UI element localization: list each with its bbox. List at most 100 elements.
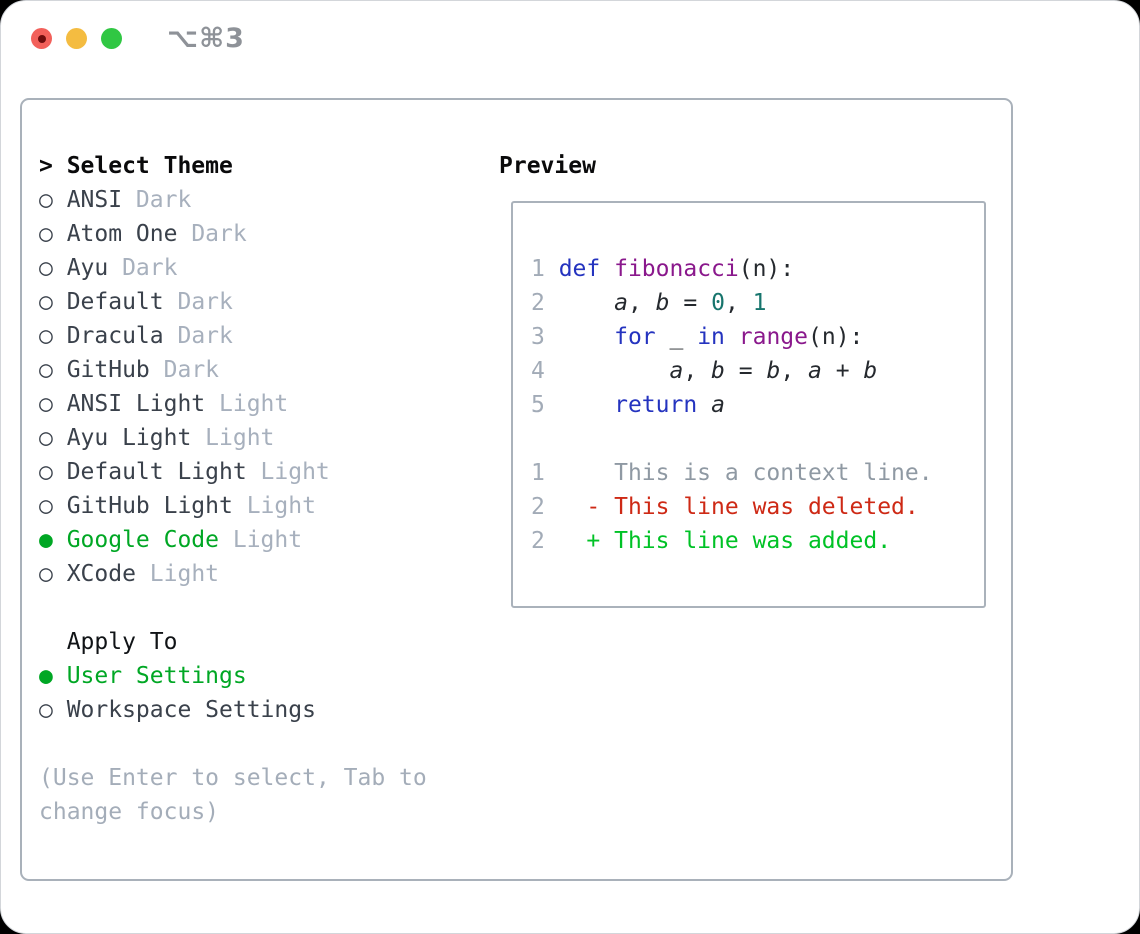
radio-selected-icon: ● <box>39 663 53 689</box>
theme-name: Dracula <box>66 323 164 349</box>
help-text-line-1: (Use Enter to select, Tab to <box>39 765 427 791</box>
diff-deleted-line: 2 - This line was deleted. <box>531 490 933 524</box>
theme-variant: Light <box>149 561 220 587</box>
apply-option-user-settings[interactable]: ● User Settings <box>39 659 427 693</box>
radio-unselected-icon: ○ <box>39 425 53 451</box>
code-token <box>725 324 739 350</box>
code-token: b <box>863 358 878 384</box>
theme-option-github-dark[interactable]: ○ GitHub Dark <box>39 353 427 387</box>
theme-option-default-dark[interactable]: ○ Default Dark <box>39 285 427 319</box>
code-token: 2 <box>531 494 545 520</box>
apply-option-label: Workspace Settings <box>66 697 316 723</box>
theme-name: Default <box>66 289 164 315</box>
theme-option-dracula-dark[interactable]: ○ Dracula Dark <box>39 319 427 353</box>
code-token: range <box>738 324 809 350</box>
code-token: = <box>724 358 767 384</box>
code-token <box>545 324 614 350</box>
blank-line <box>531 422 933 456</box>
theme-name: Default Light <box>66 459 247 485</box>
close-button[interactable] <box>31 28 52 49</box>
theme-option-ayu-dark[interactable]: ○ Ayu Dark <box>39 251 427 285</box>
radio-unselected-icon: ○ <box>39 221 53 247</box>
theme-option-ansi-dark[interactable]: ○ ANSI Dark <box>39 183 427 217</box>
code-token: 2 <box>531 528 545 554</box>
theme-option-atom-one-dark[interactable]: ○ Atom One Dark <box>39 217 427 251</box>
code-token: This is a context line. <box>544 460 933 486</box>
apply-to-header: Apply To <box>39 625 427 659</box>
maximize-button[interactable] <box>101 28 122 49</box>
code-token: a <box>808 358 822 384</box>
theme-option-ayu-light[interactable]: ○ Ayu Light Light <box>39 421 427 455</box>
code-line: 3 for _ in range(n): <box>531 320 933 354</box>
theme-option-google-code-light[interactable]: ● Google Code Light <box>39 523 427 557</box>
code-token: 1 <box>752 290 767 316</box>
radio-unselected-icon: ○ <box>39 187 53 213</box>
section-title: Select Theme <box>66 153 233 179</box>
theme-name: ANSI <box>66 187 123 213</box>
section-title: Apply To <box>66 629 178 655</box>
code-line: 5 return a <box>531 388 933 422</box>
theme-name: ANSI Light <box>66 391 206 417</box>
code-token: = <box>669 290 712 316</box>
theme-variant: Light <box>260 459 330 485</box>
theme-variant: Light <box>219 391 289 417</box>
code-token: , <box>683 358 712 384</box>
preview-header: Preview <box>499 153 596 179</box>
code-line: 1 def fibonacci(n): <box>531 252 933 286</box>
minimize-button[interactable] <box>66 28 87 49</box>
code-token: 0 <box>711 290 725 316</box>
code-token: b <box>711 358 725 384</box>
theme-option-ansi-light[interactable]: ○ ANSI Light Light <box>39 387 427 421</box>
code-token: b <box>766 358 781 384</box>
theme-variant: Light <box>246 493 316 519</box>
theme-option-default-light[interactable]: ○ Default Light Light <box>39 455 427 489</box>
radio-unselected-icon: ○ <box>39 289 53 315</box>
help-text-line-2: change focus) <box>39 799 220 825</box>
code-token: + <box>821 358 864 384</box>
theme-option-github-light[interactable]: ○ GitHub Light Light <box>39 489 427 523</box>
code-token: 2 <box>531 290 545 316</box>
code-line: 2 a, b = 0, 1 <box>531 286 933 320</box>
code-token: a <box>711 392 725 418</box>
code-token: 5 <box>531 392 545 418</box>
radio-unselected-icon: ○ <box>39 357 53 383</box>
code-token: - This line was deleted. <box>544 494 919 520</box>
code-token: fibonacci <box>614 256 739 282</box>
code-token: 1 <box>531 256 559 282</box>
spacer <box>39 727 427 761</box>
code-token: , <box>780 358 809 384</box>
code-token <box>697 392 711 418</box>
radio-unselected-icon: ○ <box>39 323 53 349</box>
theme-variant: Dark <box>135 187 192 213</box>
code-token: return <box>614 392 698 418</box>
radio-unselected-icon: ○ <box>39 391 53 417</box>
radio-unselected-icon: ○ <box>39 561 53 587</box>
theme-variant: Light <box>232 527 303 553</box>
radio-unselected-icon: ○ <box>39 255 53 281</box>
theme-variant: Dark <box>177 323 233 349</box>
radio-unselected-icon: ○ <box>39 493 53 519</box>
theme-variant: Dark <box>191 221 247 247</box>
diff-added-line: 2 + This line was added. <box>531 524 933 558</box>
app-panel <box>20 98 1013 881</box>
theme-name: GitHub <box>66 357 150 383</box>
code-token <box>545 290 614 316</box>
code-token <box>600 256 614 282</box>
code-token: 1 <box>531 460 545 486</box>
code-token: def <box>558 256 601 282</box>
apply-option-workspace-settings[interactable]: ○ Workspace Settings <box>39 693 427 727</box>
code-token: _ <box>655 324 698 350</box>
code-token <box>545 358 670 384</box>
theme-variant: Dark <box>163 357 220 383</box>
preview-box <box>511 201 986 608</box>
code-token: 3 <box>531 324 545 350</box>
select-theme-header: > Select Theme <box>39 149 427 183</box>
code-token: , <box>724 290 753 316</box>
code-token: , <box>627 290 656 316</box>
code-token: for <box>614 324 656 350</box>
theme-option-xcode-light[interactable]: ○ XCode Light <box>39 557 427 591</box>
code-token: a <box>614 290 628 316</box>
code-token: in <box>697 324 725 350</box>
